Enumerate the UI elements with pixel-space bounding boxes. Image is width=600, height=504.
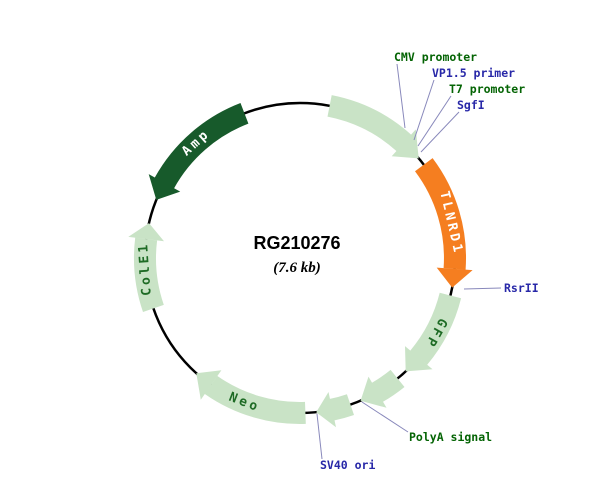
callout-line-t7-promoter	[417, 95, 452, 147]
callout-line-rsrii	[463, 287, 502, 290]
callout-line-sgfi	[420, 111, 460, 153]
feature-gfp-arc	[405, 292, 462, 372]
feature-polya-signal-arc	[360, 369, 405, 408]
label-sv40-ori: SV40 ori	[320, 458, 375, 472]
callout-line-vp15-primer	[413, 79, 435, 141]
label-polya-signal: PolyA signal	[409, 430, 492, 444]
label-cmv-promoter: CMV promoter	[394, 50, 477, 64]
callout-line-sv40-ori	[316, 413, 323, 460]
arc-label-cole1: ColE1	[136, 241, 155, 296]
label-t7-promoter: T7 promoter	[449, 82, 525, 96]
feature-tlnrd1-arc	[415, 158, 473, 288]
plasmid-name: RG210276	[253, 233, 340, 253]
feature-sv40-ori-arc	[316, 392, 354, 428]
label-rsrii: RsrII	[504, 281, 539, 295]
feature-cole1-arc	[128, 223, 164, 312]
callout-line-polya-signal	[361, 401, 409, 433]
label-vp15-primer: VP1.5 primer	[432, 66, 515, 80]
feature-cmv-promoter-arc	[327, 95, 419, 159]
feature-neo-arc	[196, 370, 306, 425]
callout-line-cmv-promoter	[396, 63, 406, 129]
label-sgfi: SgfI	[457, 98, 485, 112]
plasmid-size: (7.6 kb)	[273, 260, 321, 276]
feature-amp-arc	[148, 103, 249, 200]
